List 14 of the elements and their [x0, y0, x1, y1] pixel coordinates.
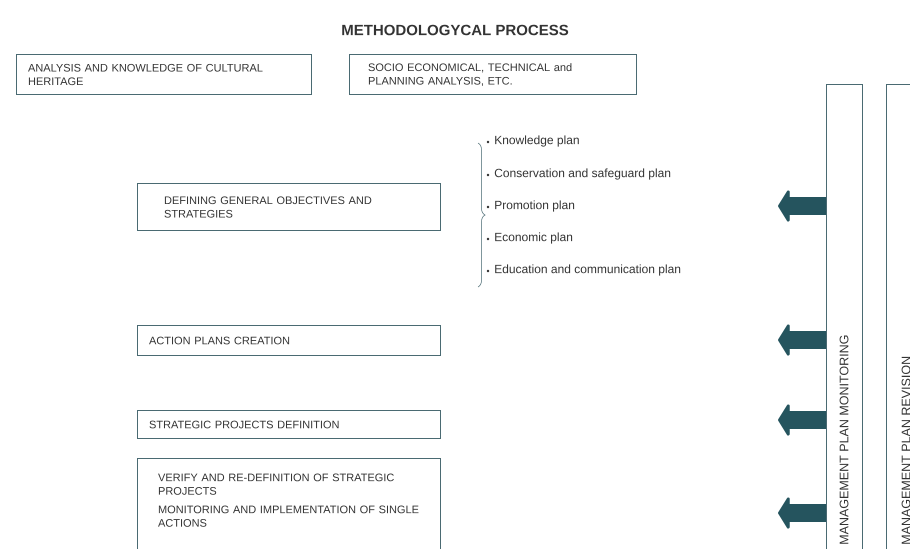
vertical-band: MANAGEMENT PLAN REVISION: [886, 84, 910, 549]
process-box: ACTION PLANS CREATION: [137, 325, 441, 356]
process-box: SOCIO ECONOMICAL, TECHNICAL and PLANNING ANALYSIS, ETC.: [349, 54, 637, 95]
list-item: Education and communication plan: [495, 264, 680, 276]
list-item: Conservation and safeguard plan: [494, 168, 670, 180]
process-box: STRATEGIC PROJECTS DEFINITION: [137, 410, 441, 439]
process-box: DEFINING GENERAL OBJECTIVES AND STRATEGIES: [137, 183, 441, 231]
process-box: VERIFY AND RE-DEFINITION OF STRATEGIC PROJECTS MONITORING AND IMPLEMENTATION OF SINGLE ACTIONS: [137, 458, 441, 549]
list-item: Promotion plan: [495, 200, 574, 212]
list-item: Knowledge plan: [495, 135, 579, 147]
list-item: Economic plan: [495, 232, 572, 244]
title: METHODOLOGYCAL PROCESS: [342, 24, 568, 36]
vertical-band: MANAGEMENT PLAN MONITORING: [826, 84, 863, 549]
process-box: ANALYSIS AND KNOWLEDGE OF CULTURAL HERITAGE: [16, 54, 312, 95]
